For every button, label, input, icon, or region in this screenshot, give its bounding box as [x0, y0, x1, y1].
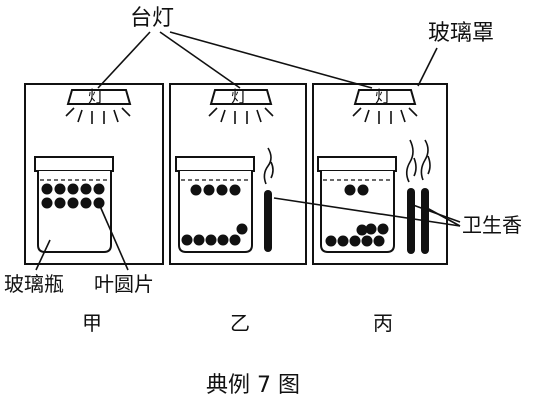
setup-bing: 灯: [312, 83, 448, 265]
smoke-bing: [405, 139, 431, 183]
leaf-disk: [205, 234, 217, 246]
figure-caption: 典例 7 图: [206, 373, 300, 398]
leaf-disk: [229, 234, 241, 246]
leaf-disk: [236, 223, 248, 235]
bottle-cap-bing: [317, 156, 397, 172]
glass-bottle-jia: [37, 171, 112, 253]
lamp-text-bing: 灯: [375, 87, 391, 106]
leaf-disk: [356, 224, 368, 236]
bottle-cap-jia: [34, 156, 114, 172]
leaf-disk: [217, 234, 229, 246]
leaf-disk: [193, 234, 205, 246]
glass-cover-jia: [24, 83, 164, 265]
smoke-yi: [263, 147, 274, 185]
desk-lamp-leader-3: [169, 31, 373, 89]
leaf-disk: [190, 184, 202, 196]
leaf-disk: [41, 197, 53, 209]
leaf-disk: [67, 183, 79, 195]
glass-bottle-label: 玻璃瓶: [4, 272, 64, 296]
leaf-disk: [373, 235, 385, 247]
leaf-disk-leader: [99, 205, 129, 271]
leaf-disk: [344, 184, 356, 196]
light-rays-bing: [352, 107, 418, 124]
leaf-disk: [80, 183, 92, 195]
incense-leader-3: [426, 207, 461, 227]
glass-bottle-leader: [35, 239, 51, 271]
leaf-disk: [80, 197, 92, 209]
setup-jia: 灯: [24, 83, 164, 265]
setup-yi: 灯: [169, 83, 307, 265]
setup-name-bing: 丙: [373, 311, 393, 335]
lamp-text-jia: 灯: [88, 87, 104, 106]
glass-cover-yi: [169, 83, 307, 265]
leaf-disk: [216, 184, 228, 196]
leaf-disks-bing: [325, 184, 389, 247]
desk-lamp-label: 台灯: [130, 6, 174, 31]
glass-cover-bing: [312, 83, 448, 265]
leaf-disk: [365, 223, 377, 235]
leaf-disk: [67, 197, 79, 209]
incense-stick-yi: [264, 190, 272, 252]
glass-cover-label: 玻璃罩: [428, 21, 494, 46]
lamp-text-yi: 灯: [231, 87, 247, 106]
lamp-shade-bing: [353, 89, 417, 105]
lamp-shade-jia: [66, 89, 132, 105]
setup-name-jia: 甲: [82, 311, 102, 335]
leaf-disks-jia: [41, 183, 105, 209]
leaf-disk: [203, 184, 215, 196]
leaf-disk: [349, 235, 361, 247]
leaf-disk: [337, 235, 349, 247]
incense-stick-bing-1: [407, 188, 415, 254]
leaf-disk: [93, 197, 105, 209]
leaf-disk: [41, 183, 53, 195]
leaf-disk-label: 叶圆片: [94, 272, 154, 296]
setup-name-yi: 乙: [230, 311, 250, 335]
incense-leader-1: [273, 197, 461, 227]
leaf-disk: [377, 223, 389, 235]
leaf-disks-yi: [181, 184, 248, 246]
leaf-disk: [54, 197, 66, 209]
leaf-disk: [54, 183, 66, 195]
leaf-disk: [325, 235, 337, 247]
incense-label: 卫生香: [462, 213, 522, 237]
leaf-disk: [361, 235, 373, 247]
desk-lamp-leader-1: [97, 31, 151, 89]
lamp-shade-yi: [209, 89, 273, 105]
light-rays-jia: [65, 107, 131, 124]
desk-lamp-leader-2: [159, 31, 241, 89]
leaf-disk: [181, 234, 193, 246]
bottle-cap-yi: [175, 156, 255, 172]
leaf-disk: [357, 184, 369, 196]
glass-cover-leader: [417, 47, 438, 87]
leaf-disk: [93, 183, 105, 195]
light-rays-yi: [208, 107, 274, 124]
leaf-disk: [229, 184, 241, 196]
